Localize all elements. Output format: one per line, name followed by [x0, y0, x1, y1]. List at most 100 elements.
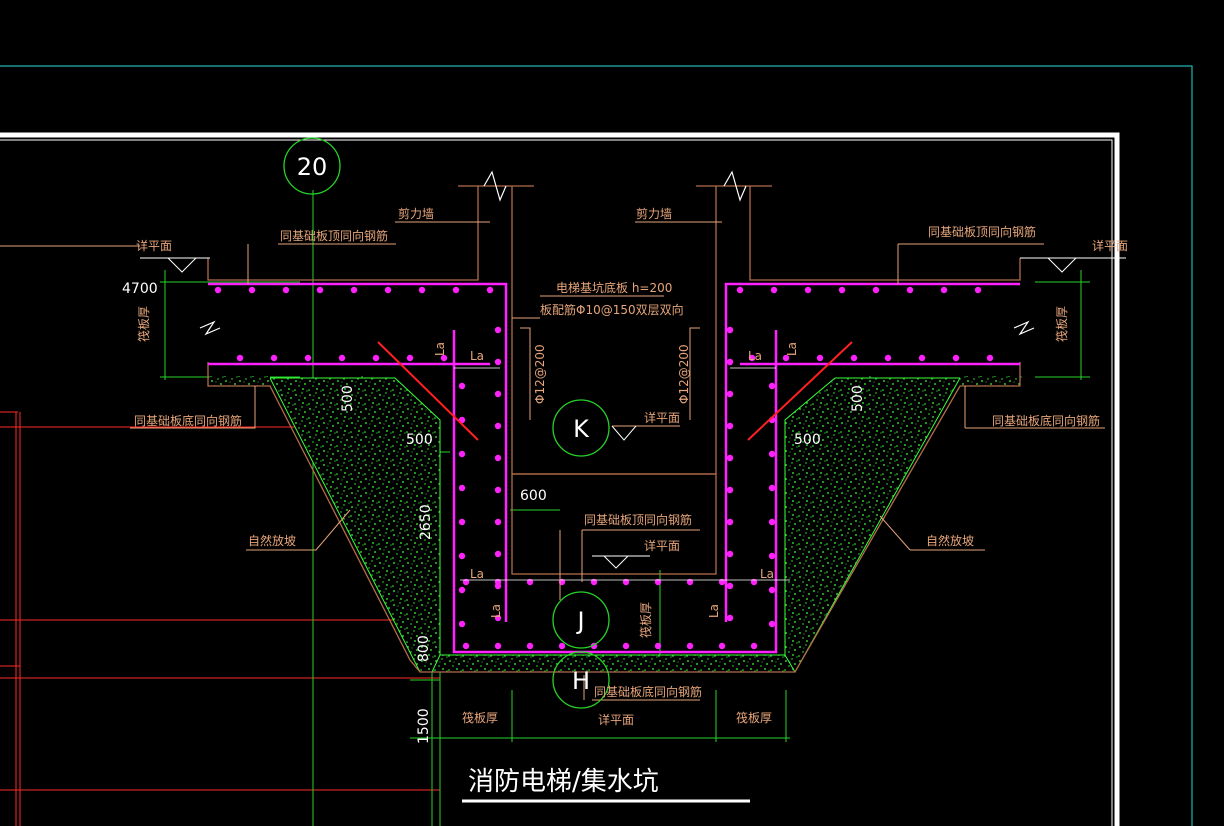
rebar-dot: [804, 286, 812, 294]
rebar-dot: [462, 578, 470, 586]
dimensions: 4700 500 500 500 500 600 2650 800 1500: [122, 281, 866, 744]
title-text: 消防电梯/集水坑: [468, 767, 659, 797]
rebar-dot: [526, 642, 534, 650]
rebar-dot: [494, 326, 502, 334]
dim-1500: 1500: [416, 708, 432, 744]
label-top-rebar-left: 同基础板顶同向钢筋: [280, 228, 388, 243]
rebar-dot: [726, 422, 734, 430]
rebar-dot: [236, 354, 244, 362]
rebar-dot: [748, 354, 756, 362]
label-la: La: [433, 342, 447, 356]
drawing-frame: [0, 65, 1193, 826]
rebar-dot: [768, 518, 776, 526]
rebar-dot: [726, 358, 734, 366]
rebar-dot: [372, 354, 380, 362]
label-inner-bottom-rebar: 同基础板底同向钢筋: [594, 684, 702, 699]
label-natural-slope-left: 自然放坡: [248, 533, 296, 548]
rebar-dot: [494, 486, 502, 494]
label-raft-thickness-bottom-left: 筏板厚: [462, 711, 498, 725]
rebar-dot: [974, 286, 982, 294]
rebar-dot: [986, 354, 994, 362]
rebar-dot: [418, 286, 426, 294]
rebar-dot: [726, 550, 734, 558]
label-raft-thickness-bottom-right: 筏板厚: [736, 711, 772, 725]
rebar-dot: [494, 390, 502, 398]
rebar-dot: [654, 578, 662, 586]
label-raft-thickness-left: 筏板厚: [137, 306, 151, 342]
rebar-dot: [750, 642, 758, 650]
rebar-dot: [726, 390, 734, 398]
label-la: La: [748, 349, 762, 363]
rebar-dot: [458, 586, 466, 594]
label-top-rebar-right: 同基础板顶同向钢筋: [928, 224, 1036, 239]
rebar-dot: [494, 422, 502, 430]
anchor-lines: [454, 367, 790, 581]
dim-500-left-h: 500: [406, 432, 433, 448]
label-la: La: [707, 604, 721, 618]
label-la: La: [489, 604, 503, 618]
label-la: La: [760, 567, 774, 581]
rebar-dot: [654, 642, 662, 650]
rebar-dot: [526, 578, 534, 586]
rebar-dot: [736, 286, 744, 294]
rebar-dot: [214, 286, 222, 294]
label-la: La: [470, 349, 484, 363]
rebar-dot: [494, 642, 502, 650]
rebar-dots: [214, 286, 994, 650]
dim-4700: 4700: [122, 281, 158, 297]
svg-text:J: J: [575, 607, 584, 635]
label-rebar-left-vertical: Φ12@200: [533, 344, 547, 404]
label-la: La: [470, 567, 484, 581]
rebar-dot: [248, 286, 256, 294]
label-la: La: [785, 342, 799, 356]
svg-text:H: H: [572, 667, 590, 695]
axis-bubble-k: K: [552, 399, 610, 457]
rebar-dot: [458, 450, 466, 458]
rebar-dot: [884, 354, 892, 362]
label-detail-plan-right: 详平面: [1092, 238, 1128, 253]
rebar-dot: [494, 454, 502, 462]
rebar-dot: [458, 552, 466, 560]
rebar-dot: [718, 642, 726, 650]
rebar-dot: [350, 286, 358, 294]
rebar-dot: [726, 614, 734, 622]
dim-500-right-h: 500: [794, 432, 821, 448]
dim-500-left-v: 500: [340, 385, 356, 412]
dim-2650: 2650: [418, 504, 434, 540]
rebar-dot: [768, 620, 776, 628]
label-rebar-right-vertical: Φ12@200: [677, 344, 691, 404]
concrete-hatch: [208, 376, 1022, 673]
drawing-title: 消防电梯/集水坑: [462, 767, 750, 803]
rebar-dot: [686, 642, 694, 650]
label-shear-wall-left: 剪力墙: [398, 206, 434, 221]
rebar-dot: [558, 642, 566, 650]
rebar-dot: [458, 382, 466, 390]
rebar-dot: [726, 326, 734, 334]
label-bottom-rebar-left: 同基础板底同向钢筋: [134, 413, 242, 428]
rebar-dot: [304, 354, 312, 362]
leader-lines: [130, 221, 1105, 701]
rebar-dot: [494, 578, 502, 586]
svg-text:K: K: [573, 415, 590, 443]
rebar-dot: [952, 354, 960, 362]
label-bottom-rebar-right: 同基础板底同向钢筋: [992, 413, 1100, 428]
rebar-dot: [338, 354, 346, 362]
rebar-dot: [316, 286, 324, 294]
break-symbols: [199, 170, 1035, 336]
label-raft-thickness-inner: 筏板厚: [639, 602, 653, 638]
label-pit-slab-1: 电梯基坑底板 h=200: [556, 280, 672, 295]
rebar-dot: [494, 358, 502, 366]
rebar-dot: [686, 578, 694, 586]
label-natural-slope-right: 自然放坡: [926, 533, 974, 548]
label-detail-plan-left: 详平面: [136, 238, 172, 253]
rebar-dot: [486, 286, 494, 294]
rebar-dot: [768, 450, 776, 458]
svg-text:20: 20: [297, 153, 328, 181]
rebar-dot: [850, 354, 858, 362]
rebar-dot: [750, 578, 758, 586]
rebar-dot: [726, 518, 734, 526]
rebar-dot: [406, 354, 414, 362]
axis-bubble-20: 20: [283, 137, 341, 195]
rebar-dot: [458, 620, 466, 628]
